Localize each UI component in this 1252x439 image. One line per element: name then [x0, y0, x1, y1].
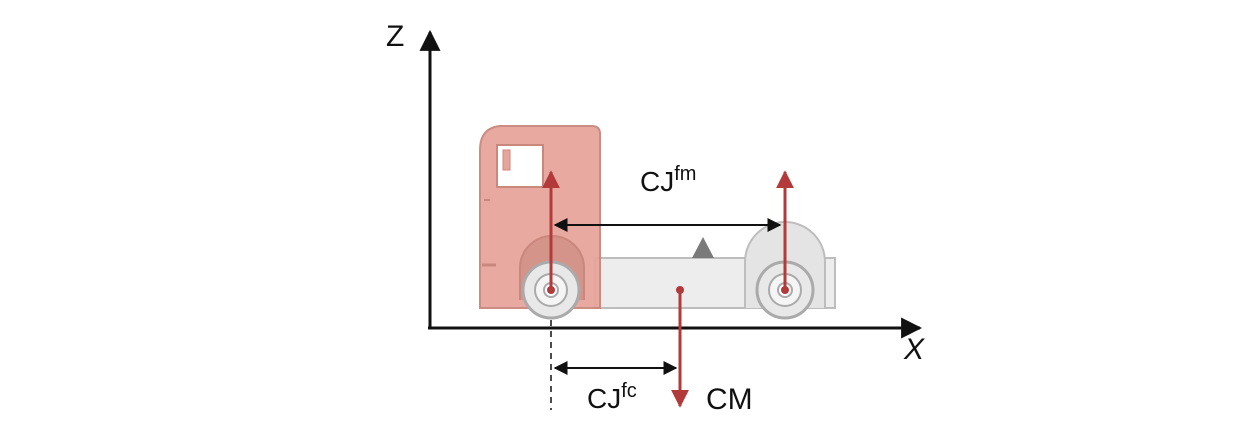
- cj-fm-base: CJ: [640, 166, 675, 197]
- cj-fc-superscript: fc: [621, 380, 637, 402]
- z-axis-label: Z: [386, 20, 405, 53]
- center-of-mass-point: [676, 286, 684, 294]
- front-axle-point: [547, 286, 555, 294]
- cj-fm-superscript: fm: [674, 163, 697, 185]
- cm-label: CM: [706, 383, 753, 416]
- fifth-wheel-triangle: [692, 237, 714, 258]
- axes: [419, 29, 923, 339]
- cj-fc-base: CJ: [587, 383, 622, 414]
- cj-fc-label: CJfc: [587, 380, 637, 415]
- x-axis-label: X: [904, 333, 925, 366]
- rear-axle-point: [781, 286, 789, 294]
- cj-fm-label: CJfm: [640, 163, 697, 198]
